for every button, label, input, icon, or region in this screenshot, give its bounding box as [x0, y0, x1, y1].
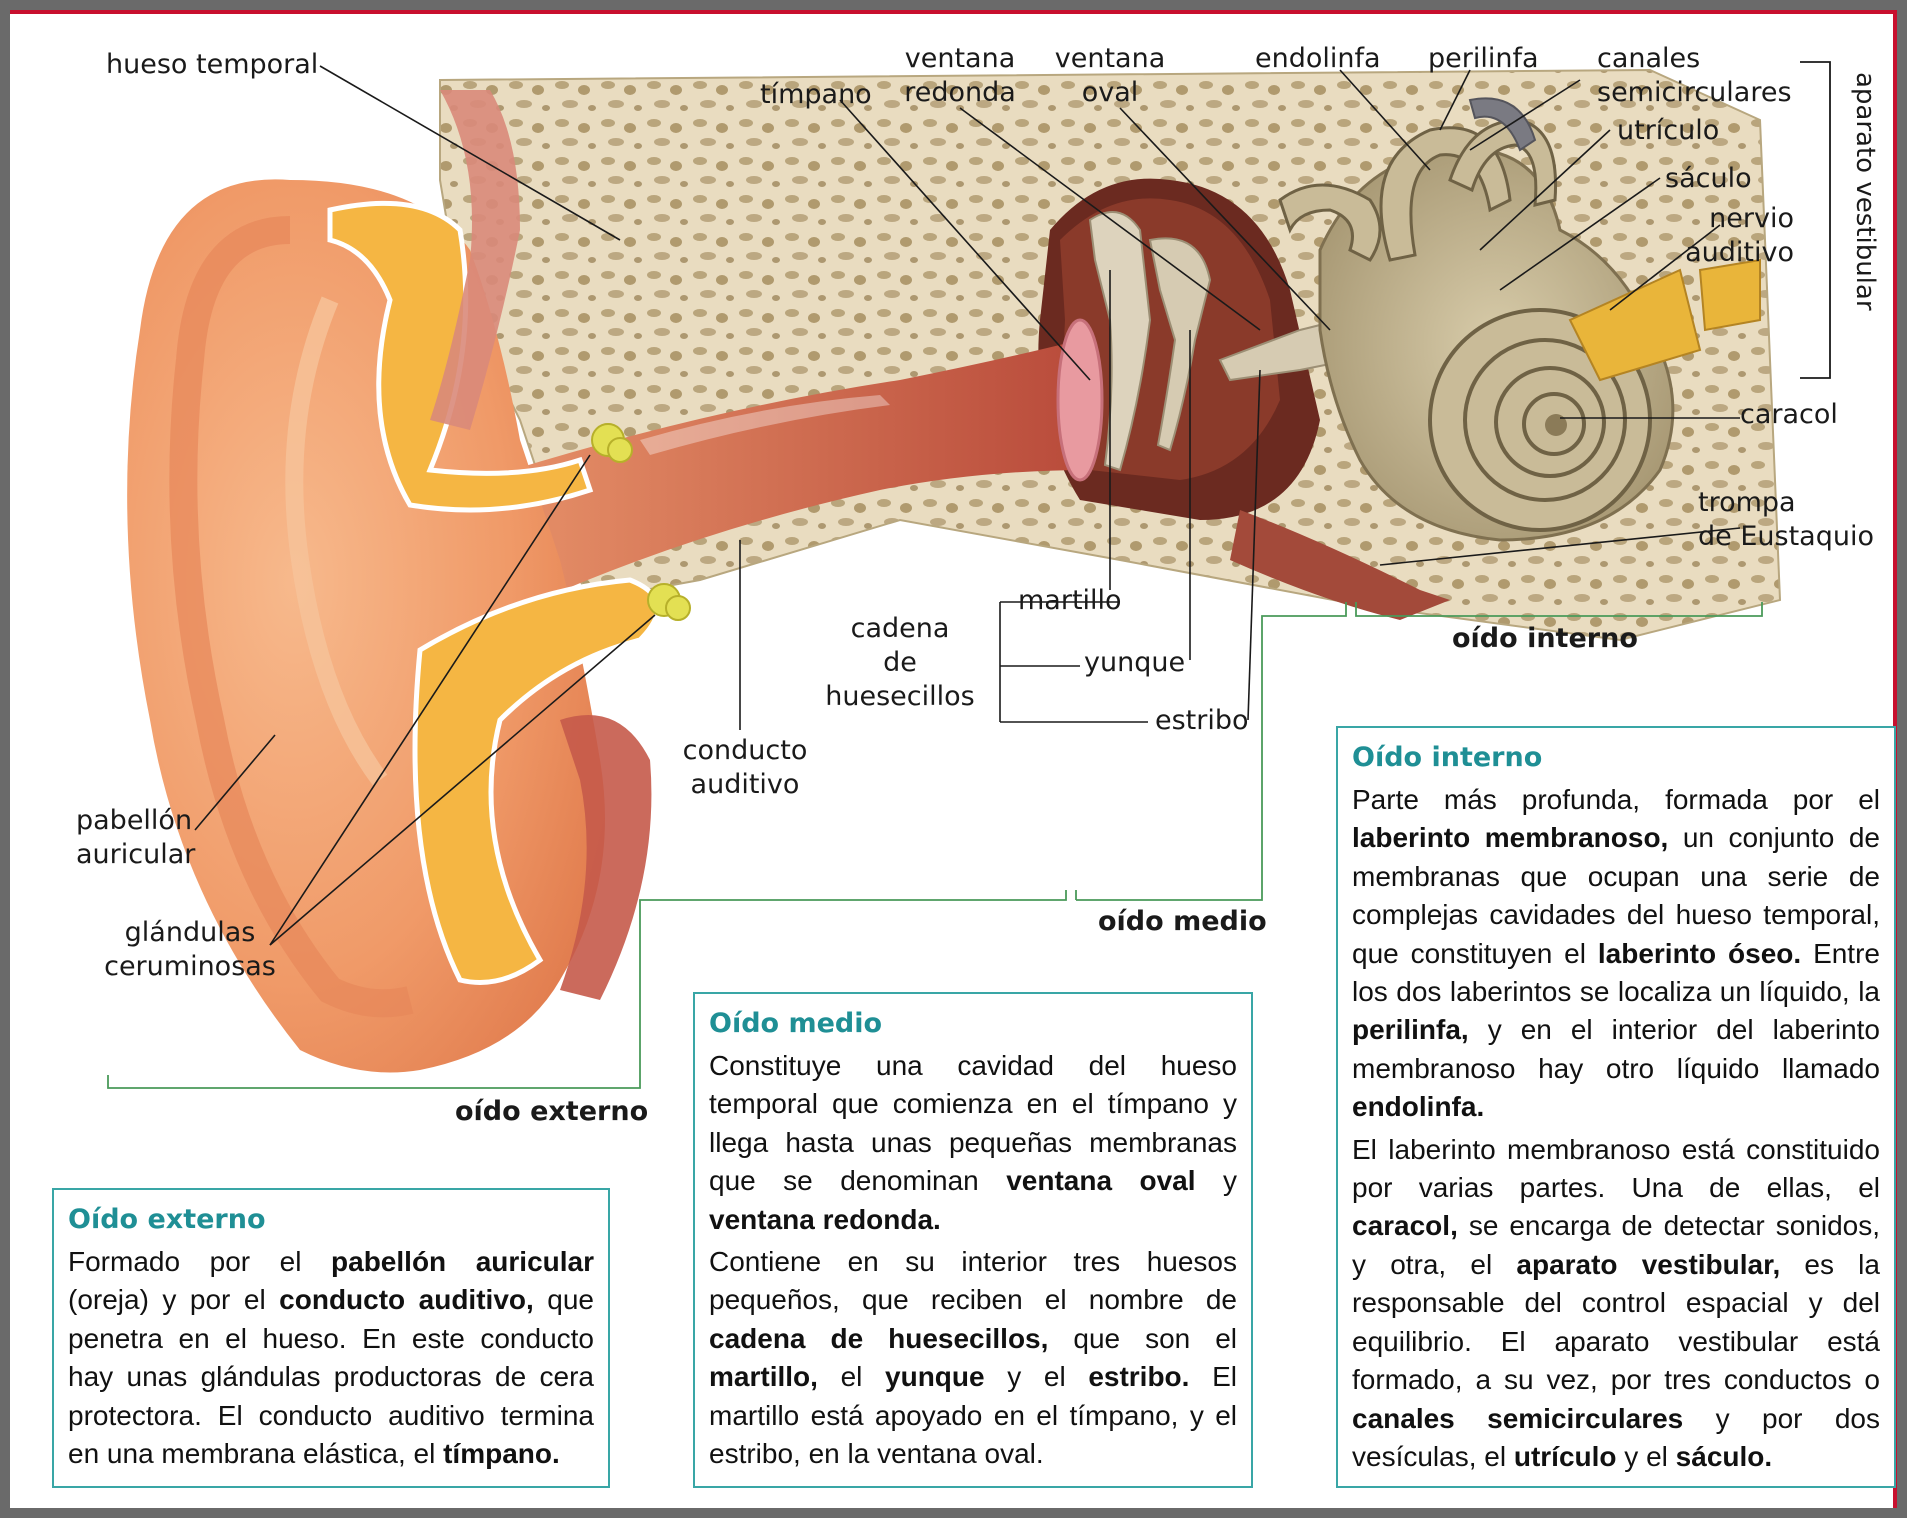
bold-term: endolinfa. [1352, 1091, 1484, 1122]
box-oido-interno: Oído interno Parte más profunda, formada… [1336, 726, 1896, 1488]
vestibular-bracket [1800, 62, 1830, 378]
label-hueso-temporal: hueso temporal [106, 48, 318, 82]
bold-term: martillo, [709, 1361, 818, 1392]
label-endolinfa: endolinfa [1255, 42, 1381, 76]
label-caracol: caracol [1740, 398, 1838, 432]
box-oido-externo-title: Oído externo [68, 1204, 594, 1235]
label-oido-externo: oído externo [455, 1095, 648, 1129]
bold-term: ventana redonda. [709, 1204, 941, 1235]
bold-term: utrículo [1514, 1441, 1617, 1472]
box-oido-interno-p2: El laberinto membranoso está constituido… [1352, 1131, 1880, 1477]
bold-term: perilinfa, [1352, 1014, 1469, 1045]
label-glandulas-ceruminosas: glándulas ceruminosas [100, 916, 280, 984]
label-nervio-auditivo: nervio auditivo [1660, 202, 1794, 270]
bold-term: pabellón auricular [331, 1246, 594, 1277]
bold-term: aparato vestibular, [1516, 1249, 1780, 1280]
text-run: Formado por el [68, 1246, 331, 1277]
label-timpano: tímpano [760, 78, 872, 112]
label-trompa-eustaquio: trompa de Eustaquio [1698, 486, 1874, 554]
bold-term: yunque [885, 1361, 985, 1392]
label-conducto-auditivo: conducto auditivo [670, 734, 820, 802]
label-utriculo: utrículo [1617, 114, 1719, 148]
label-pabellon-auricular: pabellón auricular [76, 804, 195, 872]
tympanic-membrane [1058, 320, 1102, 480]
box-oido-medio-p2: Contiene en su interior tres huesos pequ… [709, 1243, 1237, 1473]
bold-term: cadena de huesecillos, [709, 1323, 1048, 1354]
box-oido-interno-p1: Parte más profunda, formada por el laber… [1352, 781, 1880, 1127]
bold-term: caracol, [1352, 1210, 1458, 1241]
text-run: y el [985, 1361, 1089, 1392]
box-oido-interno-title: Oído interno [1352, 742, 1880, 773]
text-run: que son el [1048, 1323, 1237, 1354]
label-estribo: estribo [1155, 704, 1249, 738]
box-oido-medio-title: Oído medio [709, 1008, 1237, 1039]
label-canales-semicirculares: canales semicirculares [1597, 42, 1792, 110]
box-oido-medio-p1: Constituye una cavidad del hueso tempora… [709, 1047, 1237, 1239]
text-run: El laberinto membranoso está constituido… [1352, 1134, 1880, 1203]
label-yunque: yunque [1084, 646, 1185, 680]
bold-term: laberinto membranoso, [1352, 822, 1668, 853]
text-run: y [1196, 1165, 1237, 1196]
text-run: y el [1617, 1441, 1676, 1472]
label-ventana-redonda: ventana redonda [900, 42, 1020, 110]
label-ventana-oval: ventana oval [1050, 42, 1170, 110]
bold-term: laberinto óseo. [1598, 938, 1801, 969]
label-martillo: martillo [1018, 584, 1122, 618]
text-run: Contiene en su interior tres huesos pequ… [709, 1246, 1237, 1315]
label-oido-medio: oído medio [1098, 905, 1267, 939]
text-run: Parte más profunda, formada por el [1352, 784, 1880, 815]
text-run: (oreja) y por el [68, 1284, 279, 1315]
box-oido-externo-p1: Formado por el pabellón auricular (oreja… [68, 1243, 594, 1473]
bold-term: conducto auditivo, [279, 1284, 534, 1315]
text-run: el [818, 1361, 885, 1392]
label-aparato-vestibular: aparato vestibular [1850, 72, 1880, 311]
box-oido-medio: Oído medio Constituye una cavidad del hu… [693, 992, 1253, 1488]
bold-term: canales semicirculares [1352, 1403, 1683, 1434]
label-perilinfa: perilinfa [1428, 42, 1539, 76]
label-oido-interno: oído interno [1452, 622, 1638, 656]
label-cadena-huesecillos: cadena de huesecillos [820, 612, 980, 714]
label-saculo: sáculo [1665, 162, 1752, 196]
bold-term: sáculo. [1676, 1441, 1772, 1472]
box-oido-externo: Oído externo Formado por el pabellón aur… [52, 1188, 610, 1488]
bold-term: tímpano. [443, 1438, 560, 1469]
bold-term: estribo. [1088, 1361, 1189, 1392]
bold-term: ventana oval [1006, 1165, 1195, 1196]
